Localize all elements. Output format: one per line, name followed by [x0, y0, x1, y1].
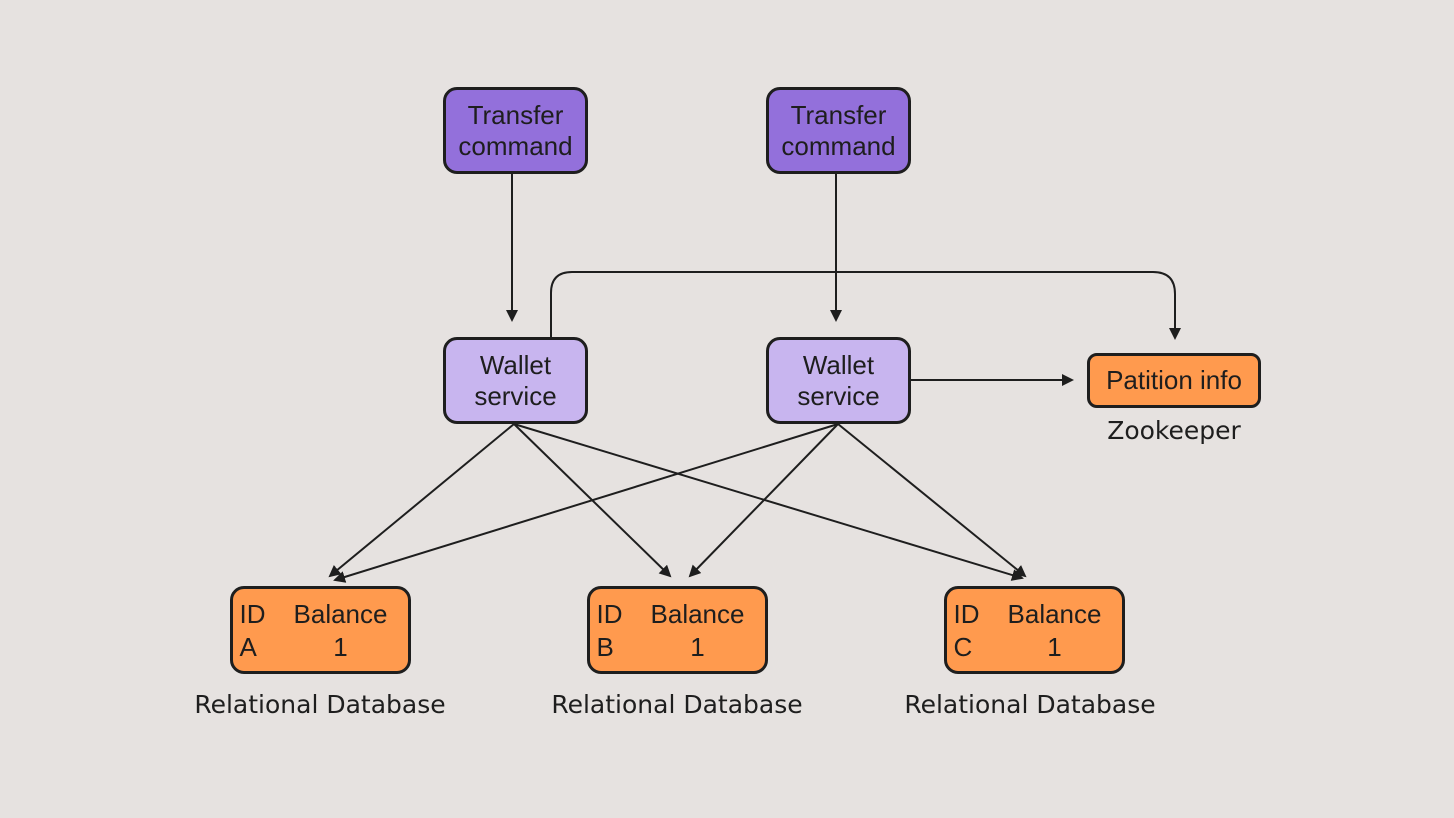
db-a-id-value: A	[239, 631, 257, 662]
transfer-command-1-line1: Transfer	[467, 99, 564, 130]
db-c-balance-header: Balance	[1007, 598, 1102, 629]
db-node-c: ID Balance C 1	[944, 586, 1125, 674]
wallet-service-2-line2: service	[797, 380, 880, 411]
db-b-id-header: ID	[596, 598, 623, 629]
db-node-a: ID Balance A 1	[230, 586, 411, 674]
partition-info-label: Patition info	[1106, 365, 1242, 395]
db-c-table: ID Balance C 1	[954, 599, 1116, 662]
transfer-command-node-1: Transfer command	[443, 87, 588, 174]
db-b-balance-value: 1	[690, 631, 705, 662]
db-c-id-header: ID	[953, 598, 980, 629]
db-a-table: ID Balance A 1	[240, 599, 402, 662]
db-b-table: ID Balance B 1	[597, 599, 759, 662]
wallet-service-2-line1: Wallet	[802, 349, 875, 380]
db-a-balance-value: 1	[333, 631, 348, 662]
wallet-service-1-line1: Wallet	[479, 349, 552, 380]
db-b-balance-header: Balance	[650, 598, 745, 629]
edge-wallet2-to-db-b	[688, 423, 839, 578]
transfer-command-2-line2: command	[781, 130, 896, 161]
db-c-balance-value: 1	[1047, 631, 1062, 662]
edge-wallet2-to-db-c	[837, 423, 1027, 578]
transfer-command-1-line2: command	[458, 130, 573, 161]
db-b-caption: Relational Database	[551, 690, 803, 719]
db-a-balance-header: Balance	[293, 598, 388, 629]
edge-wallet2-to-db-a	[333, 423, 839, 583]
transfer-command-node-2: Transfer command	[766, 87, 911, 174]
edge-wallet1-to-db-a	[328, 423, 515, 578]
db-b-id-value: B	[596, 631, 614, 662]
db-c-id-value: C	[953, 631, 973, 662]
db-a-caption: Relational Database	[194, 690, 446, 719]
wallet-service-node-1: Wallet service	[443, 337, 588, 424]
transfer-command-2-line1: Transfer	[790, 99, 887, 130]
db-a-id-header: ID	[239, 598, 266, 629]
partition-info-node: Patition info	[1087, 353, 1261, 408]
wallet-service-1-line2: service	[474, 380, 557, 411]
edge-wallet1-to-partition	[550, 271, 1181, 340]
zookeeper-caption: Zookeeper	[1107, 416, 1241, 445]
db-c-caption: Relational Database	[904, 690, 1156, 719]
db-node-b: ID Balance B 1	[587, 586, 768, 674]
edge-wallet1-to-db-c	[513, 423, 1024, 581]
wallet-service-node-2: Wallet service	[766, 337, 911, 424]
